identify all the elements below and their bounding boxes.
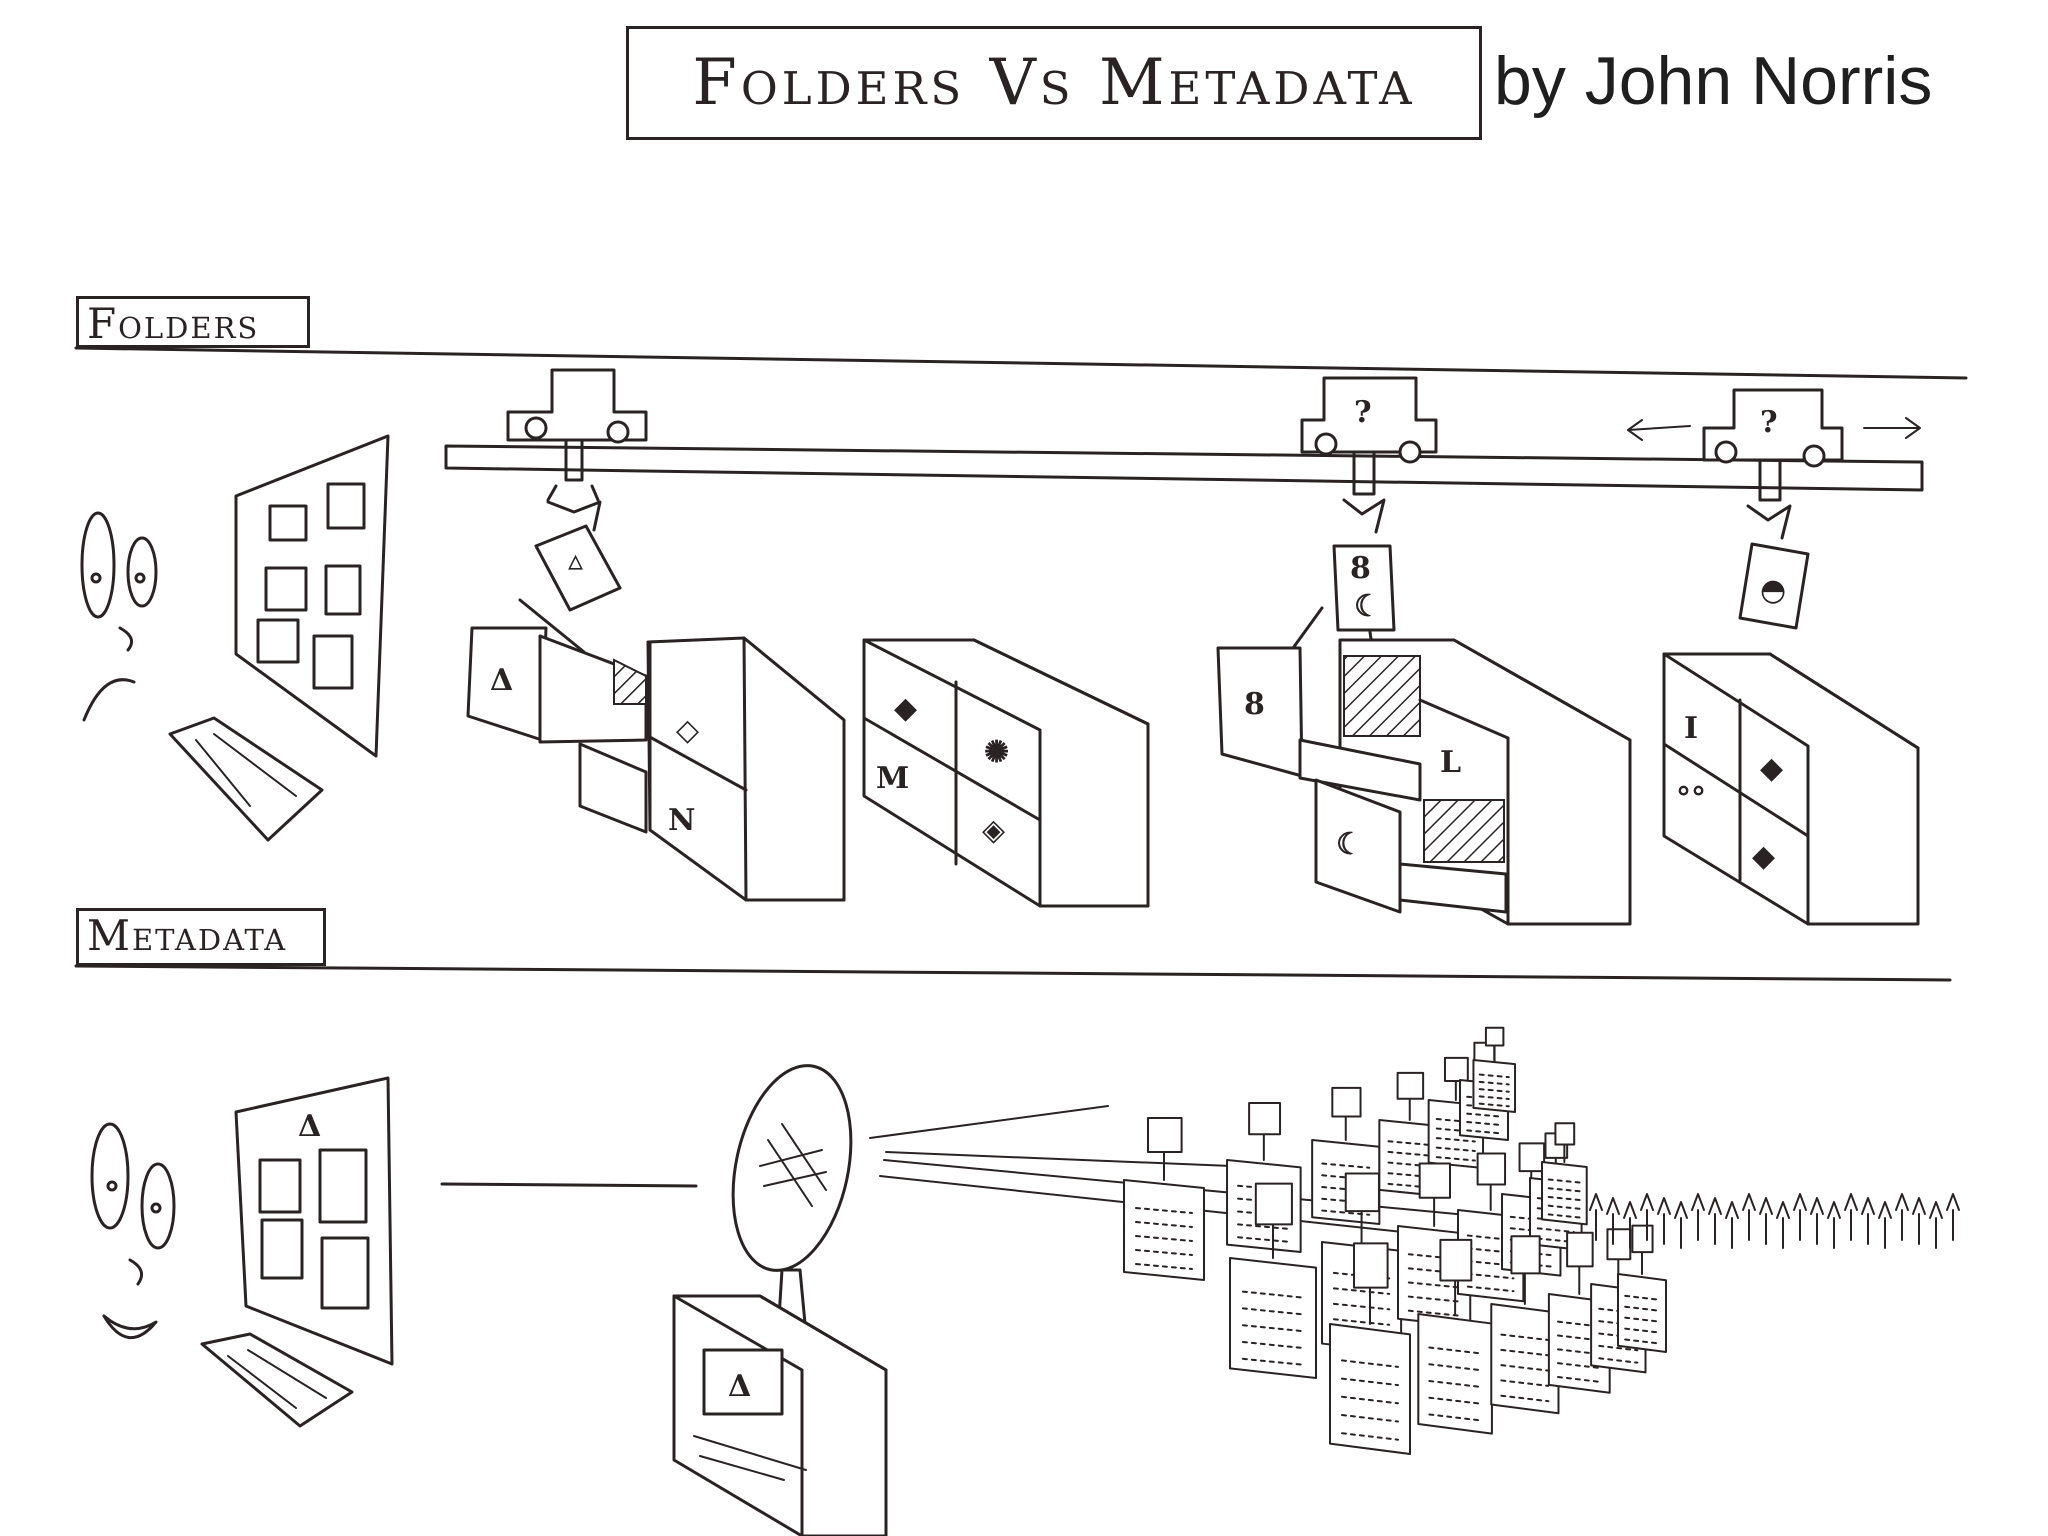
svg-text:☾: ☾	[1336, 827, 1363, 862]
distant-tag-icon	[1912, 1197, 1926, 1245]
claw-icon: ◓	[1738, 504, 1810, 630]
filing-cabinet-icon: Δ ◇ N	[466, 598, 846, 902]
svg-text:N: N	[668, 803, 695, 838]
distant-tag-icon	[1606, 1197, 1620, 1245]
svg-text:?: ?	[1760, 405, 1778, 440]
trolley-icon: ?	[1627, 388, 1921, 502]
distant-tag-icon	[1640, 1193, 1654, 1241]
distant-tag-icon	[1861, 1197, 1875, 1245]
distant-tag-icon	[1759, 1197, 1773, 1245]
svg-text:8: 8	[1350, 551, 1371, 586]
document-icon	[1226, 1101, 1302, 1253]
distant-tag-icon	[1657, 1197, 1671, 1245]
distant-tag-icon	[1725, 1201, 1739, 1249]
distant-tag-icon	[1708, 1197, 1722, 1245]
connector-line	[440, 1182, 698, 1188]
title-box: Folders Vs Metadata	[626, 26, 1482, 140]
keyboard-icon	[200, 1332, 354, 1428]
filing-cabinet-icon: 8 ☾ L	[1216, 638, 1632, 926]
document-icon	[1490, 1235, 1560, 1415]
document-icon	[1417, 1238, 1493, 1435]
svg-text:◆: ◆	[1752, 839, 1775, 874]
section-label-folders: Folders	[76, 296, 310, 348]
svg-text:Δ: Δ	[298, 1109, 321, 1144]
distant-tag-icon	[1589, 1193, 1603, 1241]
metadata-divider	[74, 964, 1952, 982]
keyboard-icon	[168, 716, 324, 842]
document-icon	[1123, 1117, 1205, 1281]
svg-text:◇: ◇	[676, 713, 699, 748]
filing-cabinet-icon: ◆ ✺ M ◈	[862, 638, 1150, 908]
sad-face-icon	[80, 511, 158, 722]
svg-text:M: M	[876, 761, 909, 796]
svg-text:?: ?	[1354, 395, 1372, 430]
distant-tag-icon	[1776, 1201, 1790, 1249]
claw-icon: ▵	[534, 500, 622, 612]
distant-tag-icon	[1878, 1201, 1892, 1249]
document-icon	[1329, 1242, 1411, 1455]
section-label-metadata: Metadata	[76, 908, 326, 966]
svg-text:Δ: Δ	[490, 663, 513, 698]
distant-tag-icon	[1674, 1201, 1688, 1249]
svg-text:✺: ✺	[984, 735, 1009, 770]
document-icon	[1472, 1026, 1517, 1113]
happy-face-icon	[90, 1122, 176, 1340]
distant-tag-icon	[1946, 1193, 1960, 1241]
document-icon	[1229, 1182, 1317, 1379]
svg-text:◆: ◆	[1760, 751, 1783, 786]
document-icon	[1541, 1122, 1588, 1226]
svg-text:°°: °°	[1676, 781, 1706, 816]
svg-text:◈: ◈	[982, 813, 1005, 848]
trolley-icon: ?	[1300, 376, 1438, 496]
distant-tag-icon	[1623, 1201, 1637, 1249]
page-title: Folders Vs Metadata	[692, 46, 1416, 120]
svg-text:Δ: Δ	[728, 1369, 751, 1404]
metadata-screen-icon: Δ	[234, 1076, 394, 1366]
svg-text:◓: ◓	[1760, 573, 1786, 608]
distant-tag-icon	[1844, 1193, 1858, 1241]
svg-text:I: I	[1684, 711, 1698, 746]
distant-tag-icon	[1742, 1193, 1756, 1241]
distant-tag-icon	[1827, 1201, 1841, 1249]
document-field	[1123, 1026, 1960, 1455]
distant-tag-icon	[1929, 1201, 1943, 1249]
svg-text:▵: ▵	[568, 543, 583, 578]
distant-tag-icon	[1793, 1193, 1807, 1241]
folder-screen-icon	[234, 434, 390, 758]
trolley-icon	[506, 368, 648, 502]
distant-tag-icon	[1810, 1197, 1824, 1245]
svg-text:L: L	[1440, 745, 1461, 780]
svg-text:☾: ☾	[1354, 589, 1381, 624]
filing-cabinet-icon: I ◆ °° ◆	[1662, 652, 1920, 926]
magnifier-icon: Δ	[672, 1064, 888, 1536]
author-byline: by John Norris	[1494, 43, 1933, 119]
svg-text:8: 8	[1244, 687, 1265, 722]
svg-text:◆: ◆	[894, 691, 917, 726]
folders-divider	[74, 346, 1968, 380]
rail-icon	[444, 444, 1924, 492]
distant-tag-icon	[1691, 1193, 1705, 1241]
distant-tag-icon	[1895, 1193, 1909, 1241]
